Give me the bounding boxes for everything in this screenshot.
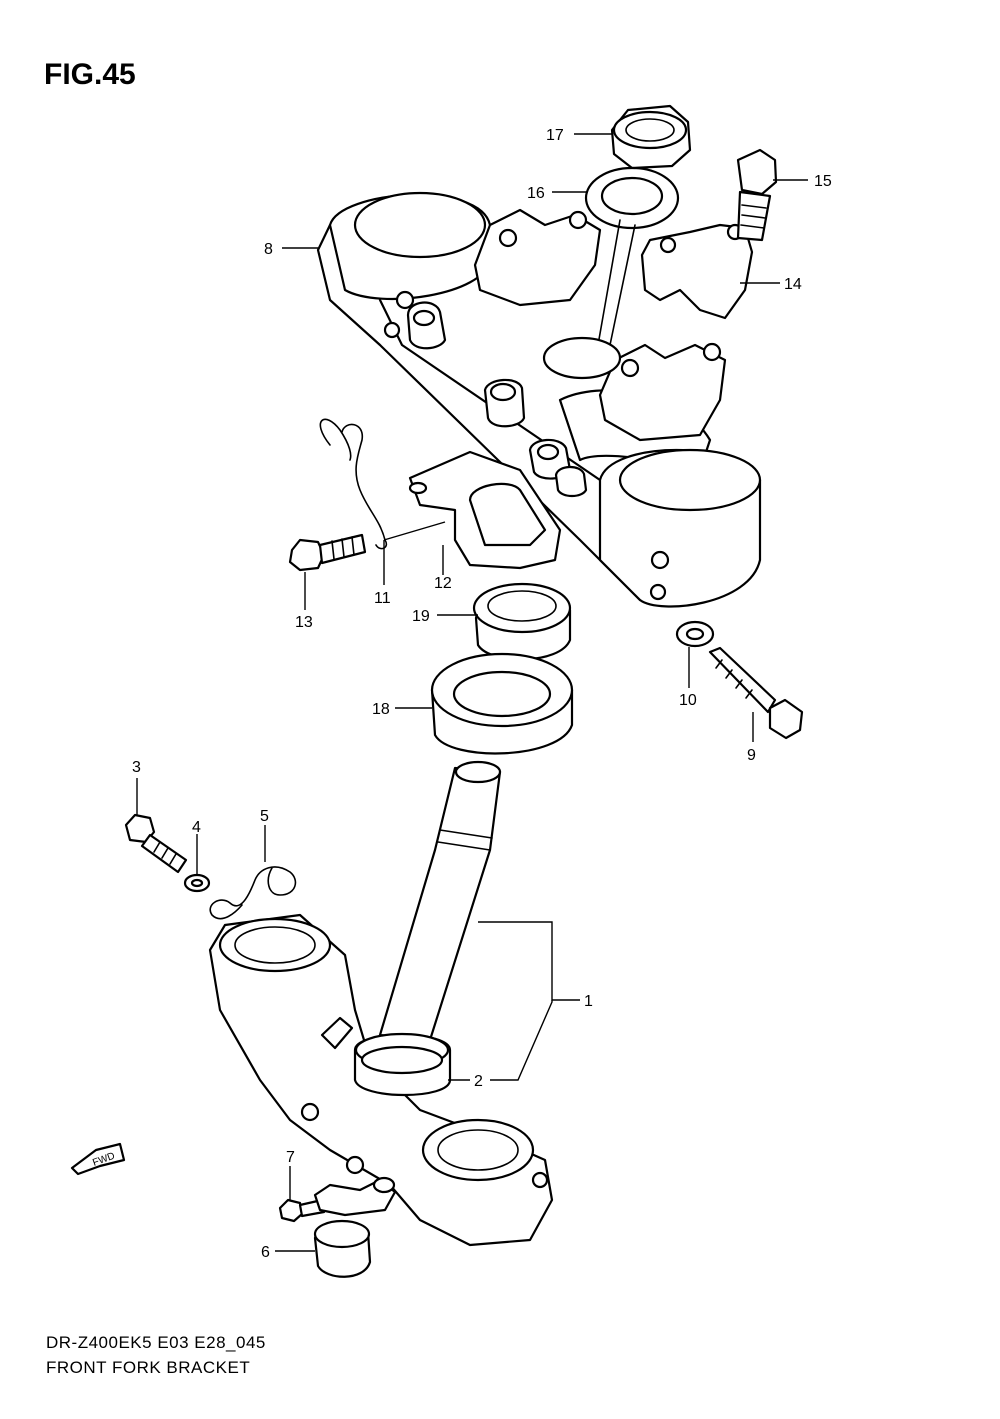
callout-11: 11 (374, 590, 391, 607)
figure-title: FIG.45 (44, 58, 136, 91)
bolt-part-13 (288, 533, 367, 572)
stem-nut-part-17 (610, 104, 692, 170)
callout-7: 7 (286, 1149, 295, 1166)
cable-guide-part-12 (408, 450, 562, 570)
bolt-part-15 (736, 148, 778, 242)
dust-seal-part-2 (360, 1045, 444, 1075)
bolt-part-3 (124, 813, 188, 874)
washer-part-16 (542, 166, 680, 380)
callout-17: 17 (546, 127, 564, 144)
callout-6: 6 (261, 1244, 270, 1261)
hose-clamp-part-6 (313, 1219, 372, 1278)
callout-13: 13 (295, 614, 313, 631)
model-code: DR-Z400EK5 E03 E28_045 (46, 1333, 266, 1352)
callout-16: 16 (527, 185, 545, 202)
bearing-part-18 (430, 652, 574, 755)
washer-part-10 (675, 620, 715, 648)
callout-9: 9 (747, 747, 756, 764)
bolt-part-9 (708, 646, 804, 740)
callout-5: 5 (260, 808, 269, 825)
callout-2: 2 (474, 1073, 483, 1090)
bracket-plate (313, 1176, 397, 1217)
callout-18: 18 (372, 701, 390, 718)
stem-locknut-part-19 (472, 582, 572, 661)
washer-part-4 (183, 873, 211, 893)
callout-10: 10 (679, 692, 697, 709)
forward-direction-arrow-icon: FWD (70, 1142, 126, 1176)
callout-1: 1 (584, 993, 593, 1010)
hose-clip-part-11 (319, 418, 388, 550)
callout-14: 14 (784, 276, 802, 293)
callout-15: 15 (814, 173, 832, 190)
handlebar-holder-part-14 (640, 223, 754, 320)
callout-12: 12 (434, 575, 452, 592)
callout-labels: 17 16 15 8 14 12 11 13 19 18 10 9 3 4 5 … (132, 127, 832, 1261)
lower-bracket-part-1 (208, 760, 554, 1247)
leader-lines (136, 133, 808, 1252)
callout-3: 3 (132, 759, 141, 776)
clip-part-5 (209, 866, 297, 920)
callout-4: 4 (192, 819, 201, 836)
upper-bracket-part-8 (316, 191, 762, 608)
diagram-name: FRONT FORK BRACKET (46, 1358, 251, 1377)
callout-19: 19 (412, 608, 430, 625)
callout-8: 8 (264, 241, 273, 258)
